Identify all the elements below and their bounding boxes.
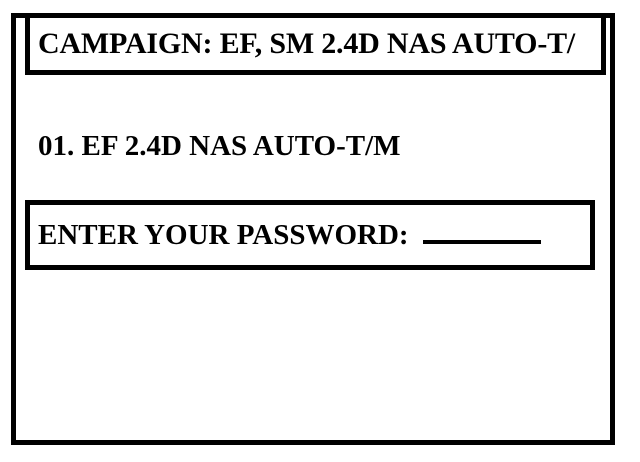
form-body: 01. EF 2.4D NAS AUTO-T/M ENTER YOUR PASS… xyxy=(16,80,610,440)
menu-item-01[interactable]: 01. EF 2.4D NAS AUTO-T/M xyxy=(38,130,401,162)
password-row: ENTER YOUR PASSWORD: xyxy=(38,220,580,250)
password-input[interactable] xyxy=(422,220,541,244)
empty-work-area xyxy=(25,276,601,434)
terminal-screen-frame: CAMPAIGN: EF, SM 2.4D NAS AUTO-T/ 01. EF… xyxy=(11,13,615,445)
title-bar: CAMPAIGN: EF, SM 2.4D NAS AUTO-T/ xyxy=(25,13,606,75)
campaign-title: CAMPAIGN: EF, SM 2.4D NAS AUTO-T/ xyxy=(38,27,576,60)
password-entry-box[interactable]: ENTER YOUR PASSWORD: xyxy=(25,200,595,270)
password-label: ENTER YOUR PASSWORD: xyxy=(38,219,409,251)
